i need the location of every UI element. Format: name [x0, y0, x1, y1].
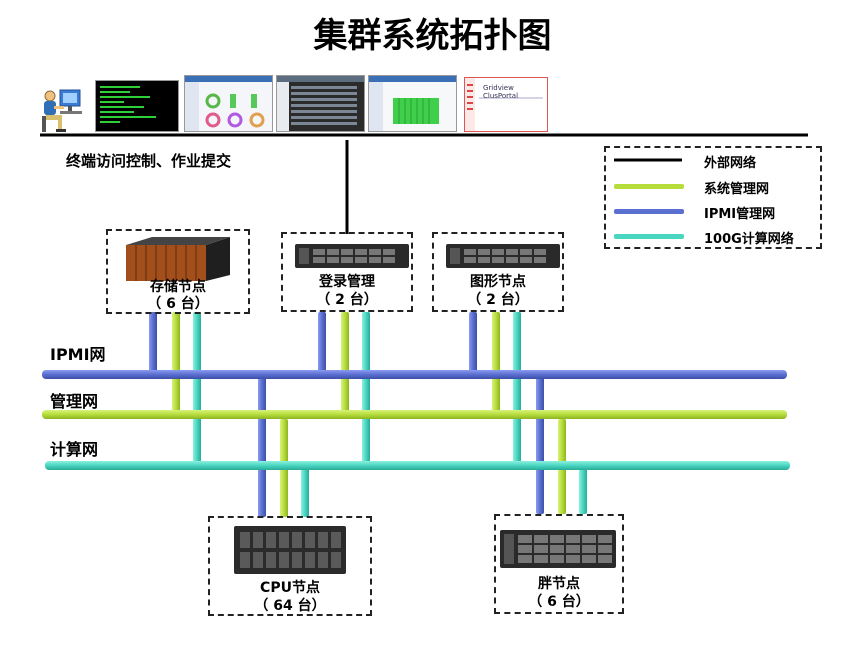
- compute-network-label: 计算网: [50, 440, 99, 459]
- storage-rack-icon: [126, 237, 230, 281]
- login-compute-link: [362, 312, 370, 462]
- login-mgmt-link: [341, 312, 349, 412]
- storage-ipmi-link: [149, 312, 157, 372]
- jobs-screen-image: [369, 76, 456, 131]
- ipmi-bus: [42, 370, 787, 379]
- login-node-box: 登录管理 （ 2 台）: [281, 232, 413, 312]
- legend-swatches: [614, 158, 684, 239]
- storage-node-count: （ 6 台）: [147, 296, 209, 312]
- operator-icon: [42, 89, 82, 132]
- storage-node-box: 存储节点 （ 6 台）: [106, 229, 250, 314]
- storage-mgmt-link: [172, 312, 180, 412]
- cpu-node-count: （ 64 台）: [254, 598, 326, 614]
- portal-screenshot: Gridview ClusPortal: [464, 77, 548, 132]
- monitor-screenshot: [276, 75, 365, 132]
- login-ipmi-link: [318, 312, 326, 372]
- terminal-caption: 终端访问控制、作业提交: [66, 152, 232, 170]
- legend-label-external: 外部网络: [704, 156, 757, 171]
- fat-node-name: 胖节点: [538, 576, 580, 592]
- dashboard-screen-image: [185, 76, 272, 131]
- dashboard-screenshot: [184, 75, 273, 132]
- fat-compute-link: [579, 468, 587, 514]
- fat-node-count: （ 6 台）: [528, 594, 590, 610]
- login-server-icon: [295, 244, 409, 268]
- mgmt-bus: [42, 410, 787, 419]
- cpu-blade-icon: [234, 526, 346, 574]
- legend-label-mgmt: 系统管理网: [704, 182, 770, 197]
- portal-title-text: Gridview ClusPortal: [483, 84, 519, 100]
- cpu-compute-link: [301, 468, 309, 517]
- graphics-ipmi-link: [469, 312, 477, 372]
- legend-label-ipmi: IPMI管理网: [704, 207, 776, 222]
- storage-node-name: 存储节点: [150, 279, 206, 295]
- legend-box: 外部网络 系统管理网 IPMI管理网 100G计算网络: [604, 146, 822, 249]
- portal-screen-image: [465, 78, 543, 131]
- legend-swatch-ipmi: [614, 209, 684, 214]
- mgmt-network-label: 管理网: [50, 392, 99, 411]
- graphics-server-icon: [446, 244, 560, 268]
- legend-swatch-compute: [614, 234, 684, 239]
- fat-server-icon: [500, 530, 616, 568]
- terminal-screenshot: [95, 80, 179, 132]
- login-node-count: （ 2 台）: [316, 292, 378, 308]
- graphics-mgmt-link: [492, 312, 500, 412]
- cpu-ipmi-link: [258, 377, 266, 517]
- compute-bus: [45, 461, 790, 470]
- legend-swatch-mgmt: [614, 184, 684, 189]
- login-node-name: 登录管理: [319, 274, 375, 290]
- page-title: 集群系统拓扑图: [313, 16, 552, 56]
- terminal-screen-image: [100, 86, 156, 123]
- graphics-node-count: （ 2 台）: [467, 292, 529, 308]
- graphics-node-box: 图形节点 （ 2 台）: [432, 232, 564, 312]
- jobs-screenshot: [368, 75, 457, 132]
- storage-compute-link: [193, 312, 201, 462]
- cpu-node-name: CPU节点: [260, 580, 320, 596]
- graphics-compute-link: [513, 312, 521, 462]
- graphics-node-name: 图形节点: [470, 274, 526, 290]
- fat-ipmi-link: [536, 377, 544, 514]
- legend-label-compute: 100G计算网络: [704, 232, 794, 247]
- fat-node-box: 胖节点 （ 6 台）: [494, 514, 624, 614]
- ipmi-network-label: IPMI网: [50, 345, 106, 364]
- monitor-screen-image: [277, 76, 364, 131]
- cpu-node-box: CPU节点 （ 64 台）: [208, 516, 372, 616]
